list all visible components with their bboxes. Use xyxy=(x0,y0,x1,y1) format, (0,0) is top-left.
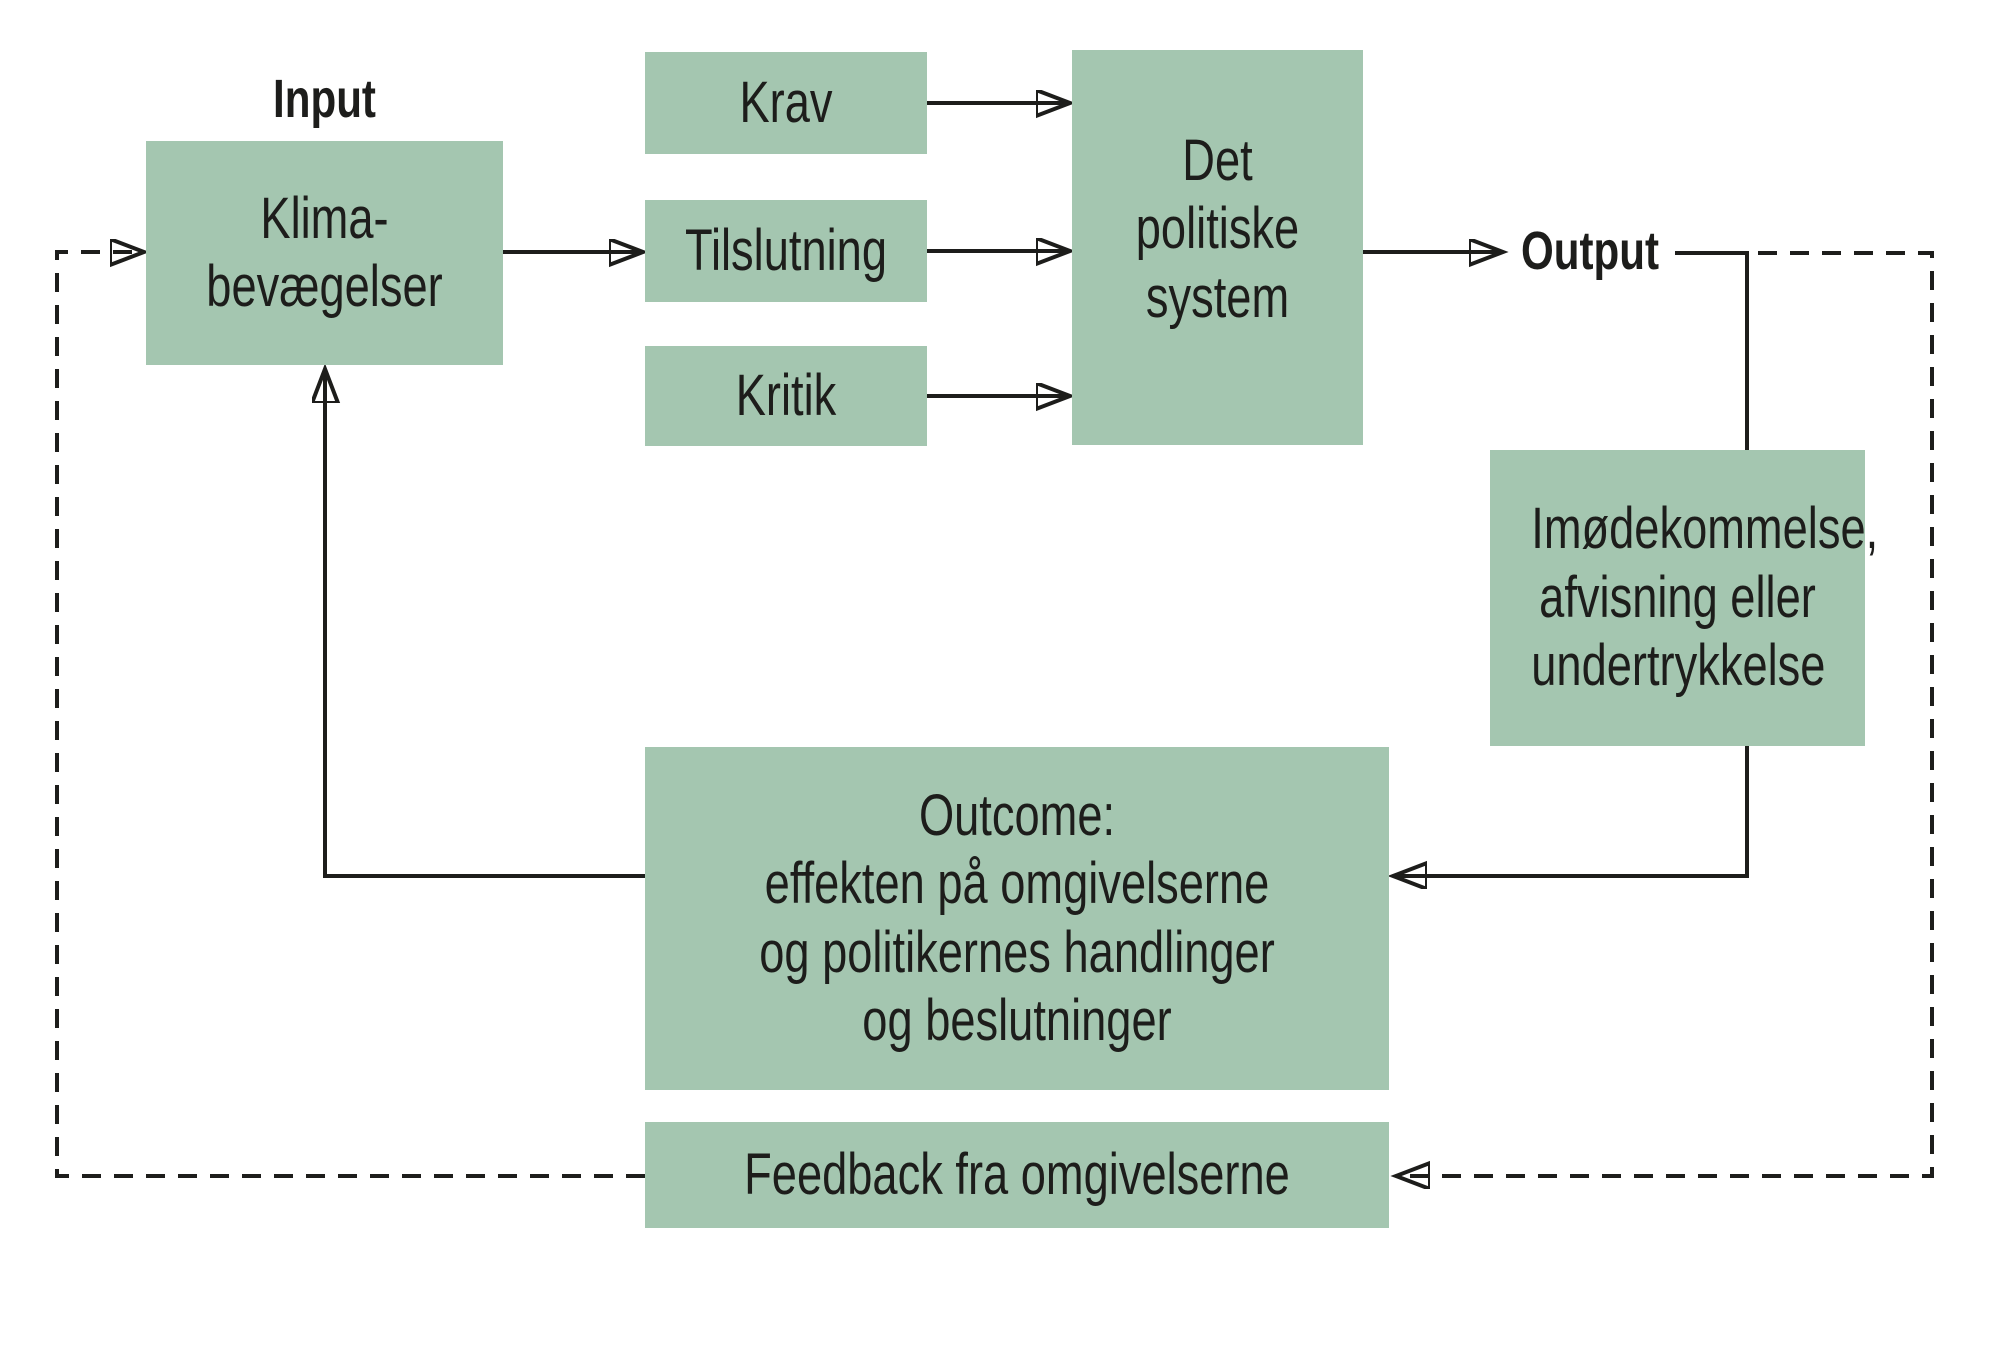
arrow-imodekommelse-to-outcome xyxy=(1393,746,1749,876)
box-det-politiske-system: Det politiske system xyxy=(1072,50,1363,445)
box-outcome-text: Outcome: effekten på omgivelserne og pol… xyxy=(759,782,1275,1053)
box-imodekommelse: Imødekommelse, afvisning eller undertryk… xyxy=(1490,450,1879,746)
output-label-text: Output xyxy=(1520,221,1660,281)
input-label-text: Input xyxy=(273,69,376,129)
box-klima-bevaegelser: Klima- bevægelser xyxy=(146,141,503,365)
box-tilslutning-text: Tilslutning xyxy=(685,217,887,283)
box-feedback-text: Feedback fra omgivelserne xyxy=(744,1141,1290,1207)
box-kritik: Kritik xyxy=(645,346,927,446)
output-label: Output xyxy=(1490,224,1690,278)
box-klima-bevaegelser-text: Klima- bevægelser xyxy=(206,185,443,319)
arrow-outcome-to-klima xyxy=(325,369,645,878)
box-krav-text: Krav xyxy=(739,69,833,135)
box-imodekommelse-text: Imødekommelse, afvisning eller undertryk… xyxy=(1531,496,1879,699)
box-kritik-text: Kritik xyxy=(735,362,837,428)
line-output-to-imodekommelse xyxy=(1675,251,1749,450)
input-label: Input xyxy=(146,72,503,126)
box-tilslutning: Tilslutning xyxy=(645,200,927,302)
dashed-arrow-feedback-to-klima xyxy=(55,252,645,1178)
box-outcome: Outcome: effekten på omgivelserne og pol… xyxy=(645,747,1389,1090)
box-feedback: Feedback fra omgivelserne xyxy=(645,1122,1389,1228)
box-det-politiske-system-text: Det politiske system xyxy=(1135,127,1300,330)
box-krav: Krav xyxy=(645,52,927,154)
